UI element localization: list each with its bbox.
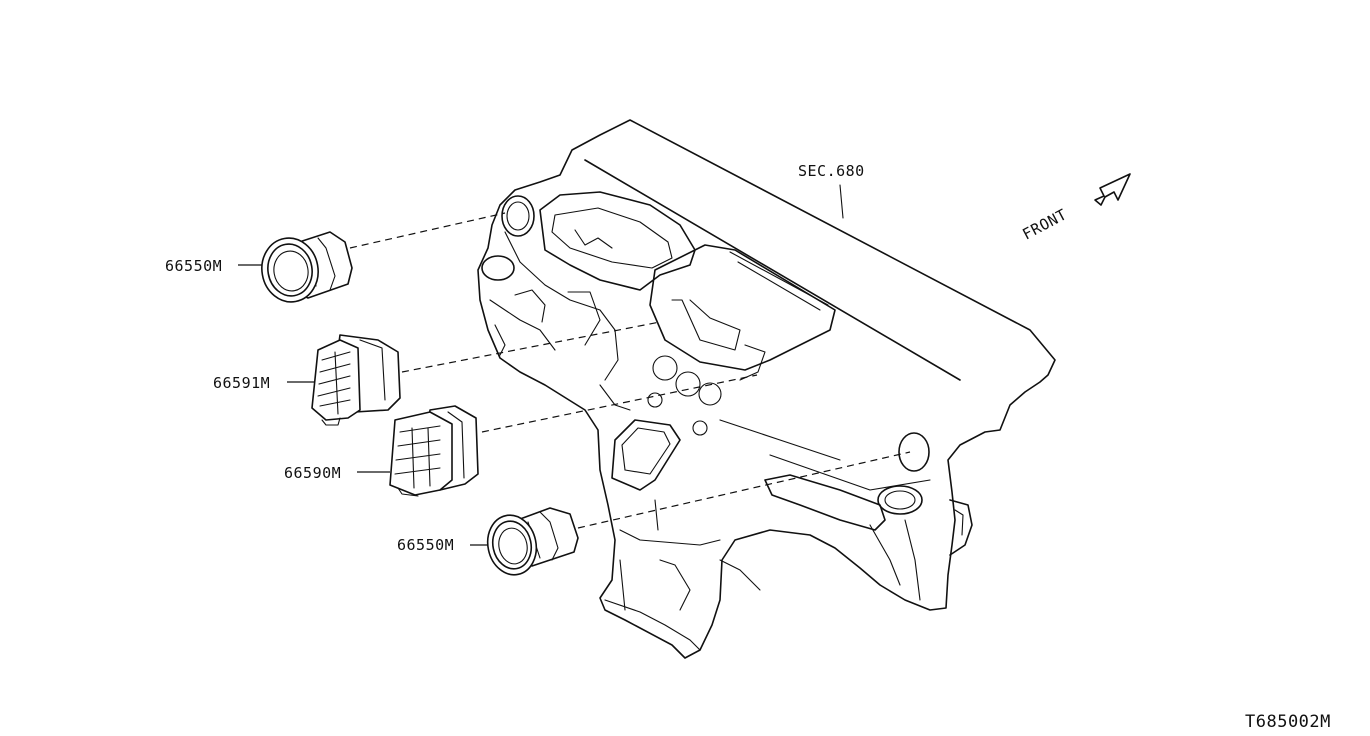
part-label-66591m: 66591M	[213, 374, 270, 392]
front-label: FRONT	[1019, 205, 1070, 243]
front-arrow-icon	[1094, 173, 1131, 206]
figure-id-label: T685002M	[1245, 712, 1331, 732]
vent-round-lower	[486, 507, 579, 576]
guide-center-right-vent	[481, 374, 758, 433]
callout-leaders	[238, 264, 488, 546]
vent-round-upper	[261, 231, 353, 303]
assembly-guides	[349, 212, 911, 529]
section-ref-label: SEC.680	[798, 162, 865, 180]
vent-square-center-left	[311, 334, 401, 426]
part-label-66590m: 66590M	[284, 464, 341, 482]
vent-square-center-right	[389, 405, 479, 497]
part-label-66550m-upper: 66550M	[165, 257, 222, 275]
part-label-66550m-lower: 66550M	[397, 536, 454, 554]
guide-upper-vent	[349, 212, 506, 249]
instrument-panel	[477, 119, 1056, 659]
guide-lower-vent	[577, 451, 911, 529]
guide-center-left-vent	[401, 321, 661, 373]
